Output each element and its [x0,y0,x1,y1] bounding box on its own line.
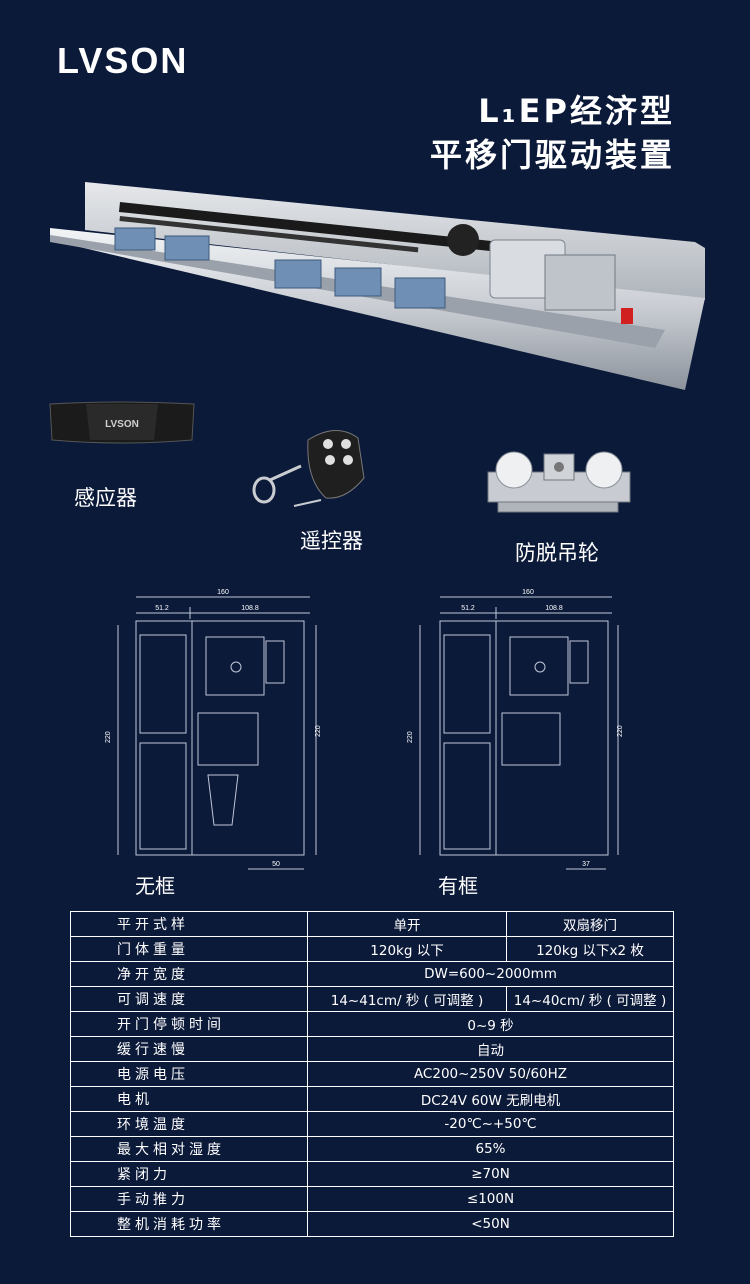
spec-key: 净开宽度 [70,961,308,987]
spec-value: AC200~250V 50/60HZ [307,1061,674,1087]
sensor-label: 感应器 [74,486,137,510]
spec-key: 最大相对湿度 [70,1136,308,1162]
svg-text:220: 220 [105,731,112,743]
spec-key: 手动推力 [70,1186,308,1212]
table-row: 环境温度 -20℃~+50℃ [70,1111,674,1137]
table-row: 门体重量 120kg 以下 120kg 以下x2 枚 [70,936,674,962]
table-row: 净开宽度 DW=600~2000mm [70,961,674,987]
svg-text:220: 220 [315,725,322,737]
svg-text:220: 220 [407,731,414,743]
remote-label: 遥控器 [300,529,363,553]
sensor-logo-text: LVSON [105,419,139,430]
hanger-wheel-icon [487,451,631,513]
product-title-line1: L₁EP经济型 [478,92,675,130]
spec-key: 可调速度 [70,986,308,1012]
table-row: 手动推力 ≤100N [70,1186,674,1212]
spec-key: 电源电压 [70,1061,308,1087]
svg-text:220: 220 [617,725,624,737]
svg-text:50: 50 [272,861,280,868]
spec-key: 开门停顿时间 [70,1011,308,1037]
sensor-icon: LVSON [49,401,195,444]
table-row: 整机消耗功率 <50N [70,1211,674,1237]
spec-key: 电机 [70,1086,308,1112]
svg-text:37: 37 [582,861,590,868]
spec-value: -20℃~+50℃ [307,1111,674,1137]
spec-key: 平开式样 [70,911,308,937]
svg-text:51.2: 51.2 [461,605,475,612]
table-row: 紧闭力 ≥70N [70,1161,674,1187]
svg-text:160: 160 [217,589,229,596]
spec-value: 双扇移门 [506,911,674,937]
spec-value: ≥70N [307,1161,674,1187]
table-row: 电源电压 AC200~250V 50/60HZ [70,1061,674,1087]
product-title-line2: 平移门驱动装置 [429,136,675,174]
svg-text:160: 160 [522,589,534,596]
spec-value: 120kg 以下x2 枚 [506,936,674,962]
table-row: 最大相对湿度 65% [70,1136,674,1162]
svg-text:108.8: 108.8 [241,605,259,612]
spec-key: 缓行速慢 [70,1036,308,1062]
spec-value: 65% [307,1136,674,1162]
drawing-framed: 160 51.2 108.8 220 220 37 [407,589,624,870]
table-row: 电机 DC24V 60W 无刷电机 [70,1086,674,1112]
svg-text:108.8: 108.8 [545,605,563,612]
hanger-wheel-label: 防脱吊轮 [515,541,599,565]
table-row: 开门停顿时间 0~9 秒 [70,1011,674,1037]
spec-value: 单开 [307,911,507,937]
door-operator-image [50,182,705,390]
spec-value: DC24V 60W 无刷电机 [307,1086,674,1112]
spec-value: 120kg 以下 [307,936,507,962]
spec-key: 整机消耗功率 [70,1211,308,1237]
spec-value: DW=600~2000mm [307,961,674,987]
brand-logo: LVSON [57,40,189,81]
drawing-frameless-label: 无框 [135,874,175,898]
spec-value: 自动 [307,1036,674,1062]
spec-value: ≤100N [307,1186,674,1212]
spec-key: 门体重量 [70,936,308,962]
drawing-framed-label: 有框 [438,874,478,898]
spec-value: 0~9 秒 [307,1011,674,1037]
spec-value: <50N [307,1211,674,1237]
table-row: 平开式样 单开 双扇移门 [70,911,674,937]
spec-value: 14~40cm/ 秒 ( 可调整 ) [506,986,674,1012]
spec-key: 环境温度 [70,1111,308,1137]
drawing-frameless: 160 51.2 108.8 220 220 50 [105,589,322,870]
svg-text:51.2: 51.2 [155,605,169,612]
spec-key: 紧闭力 [70,1161,308,1187]
remote-control-icon [252,430,365,507]
table-row: 缓行速慢 自动 [70,1036,674,1062]
spec-table: 平开式样 单开 双扇移门 门体重量 120kg 以下 120kg 以下x2 枚 … [70,911,674,1237]
spec-value: 14~41cm/ 秒 ( 可调整 ) [307,986,507,1012]
table-row: 可调速度 14~41cm/ 秒 ( 可调整 ) 14~40cm/ 秒 ( 可调整… [70,986,674,1012]
